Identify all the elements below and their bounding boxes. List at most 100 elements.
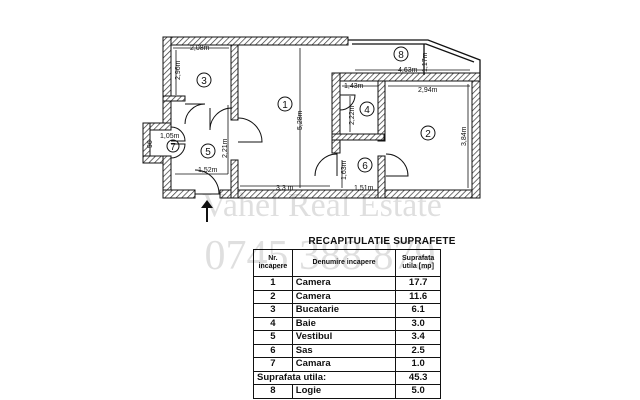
row-name: Camera xyxy=(291,276,397,291)
recap-title: RECAPITULATIE SUPRAFETE xyxy=(308,236,456,247)
room-marker-5 xyxy=(200,143,216,159)
watermark-line-1: Vahel Real Estate xyxy=(202,187,442,224)
doors xyxy=(170,94,409,195)
row-nr: 2 xyxy=(253,289,293,304)
dim-label: 1,51m xyxy=(354,185,374,192)
dim-label: 3,3 m xyxy=(276,185,294,192)
wall-bath-right xyxy=(377,80,386,142)
door-pantry-2 xyxy=(170,143,186,159)
walls xyxy=(142,36,481,199)
door-room1 xyxy=(237,117,263,143)
room-marker-7 xyxy=(166,139,180,153)
room-number: 3 xyxy=(201,76,207,87)
row-area: 1.0 xyxy=(395,357,441,372)
door-kitchen xyxy=(184,103,206,125)
room-marker-3 xyxy=(196,72,212,88)
dim-label: 2,08m xyxy=(190,45,210,52)
row-name: Bucatarie xyxy=(291,303,397,318)
row-area: 17.7 xyxy=(395,276,441,291)
wall-left xyxy=(162,36,172,126)
row-name: Camera xyxy=(291,289,397,304)
door-sas-right xyxy=(385,153,409,177)
recap-table: Nr. incapere Denumire incapere Suprafata… xyxy=(252,249,441,399)
room-number: 5 xyxy=(205,147,211,158)
dim-label: 2,94m xyxy=(418,87,438,94)
door-pantry xyxy=(170,126,186,142)
wall-bath-bottom xyxy=(331,133,385,141)
header-area: Suprafata utila [mp] xyxy=(395,249,441,277)
table-row: 6 Sas 2.5 xyxy=(253,343,441,358)
table-row: 2 Camera 11.6 xyxy=(253,289,441,304)
room-number: 8 xyxy=(398,50,404,61)
row-nr: 4 xyxy=(253,316,293,331)
door-sas-left xyxy=(314,153,338,177)
row-area: 5.0 xyxy=(395,384,441,399)
row-nr: 1 xyxy=(253,276,293,291)
dim-label: 1,63m xyxy=(341,160,348,180)
room-number: 2 xyxy=(425,129,431,140)
recap-header-row: Nr. incapere Denumire incapere Suprafata… xyxy=(253,249,441,277)
wall-sas-right xyxy=(377,155,386,199)
row-name: Sas xyxy=(291,343,397,358)
room-markers xyxy=(166,46,436,173)
row-area: 11.6 xyxy=(395,289,441,304)
room-number: 4 xyxy=(364,105,370,116)
room-marker-8 xyxy=(393,46,409,62)
door-entrance xyxy=(194,169,220,195)
row-area: 2.5 xyxy=(395,343,441,358)
table-row: 4 Baie 3.0 xyxy=(253,316,441,331)
row-nr: 7 xyxy=(253,357,293,372)
row-name: Logie xyxy=(291,384,397,399)
dim-label: 2,96m xyxy=(175,60,182,80)
room-marker-2 xyxy=(420,125,436,141)
floor-plan: 2,08m 2,96m 1,05m 96 2,21m 1,52m 5,28m 3… xyxy=(142,36,481,224)
row-nr: 3 xyxy=(253,303,293,318)
total-row: Suprafata utila: 45.3 xyxy=(252,370,441,385)
wall-kitchen-right xyxy=(230,44,239,121)
header-nr: Nr. incapere xyxy=(253,249,293,277)
total-label: Suprafata utila: xyxy=(252,370,397,385)
dimension-lines xyxy=(173,47,470,188)
room-number: 1 xyxy=(282,100,288,111)
wall-top-left xyxy=(162,36,349,46)
table-row: 8 Logie 5.0 xyxy=(253,384,441,399)
dim-label: 2,22m xyxy=(349,105,356,125)
wall-vestibule-right xyxy=(230,159,239,199)
dim-label: 2,21m xyxy=(222,138,229,158)
dim-label: 96 xyxy=(147,140,154,148)
room-number: 6 xyxy=(362,161,368,172)
table-row: 3 Bucatarie 6.1 xyxy=(253,303,441,318)
total-value: 45.3 xyxy=(395,370,441,385)
dim-label: 5,28m xyxy=(297,110,304,130)
wall-mid-left xyxy=(331,72,341,154)
dimension-labels: 2,08m 2,96m 1,05m 96 2,21m 1,52m 5,28m 3… xyxy=(147,45,468,192)
wall-right xyxy=(471,75,481,199)
room-marker-4 xyxy=(359,101,375,117)
dim-label: 1,43m xyxy=(344,83,364,90)
row-name: Vestibul xyxy=(291,330,397,345)
row-nr: 8 xyxy=(253,384,293,399)
table-row: 1 Camera 17.7 xyxy=(253,276,441,291)
row-name: Camara xyxy=(291,357,397,372)
row-area: 6.1 xyxy=(395,303,441,318)
dim-label: 1,17m xyxy=(422,52,429,72)
wall-bottom-left xyxy=(162,189,196,199)
row-area: 3.0 xyxy=(395,316,441,331)
room-marker-6 xyxy=(357,157,373,173)
row-name: Baie xyxy=(291,316,397,331)
room-numbers: 1 2 3 4 5 6 7 8 xyxy=(170,50,431,172)
wall-mid-top xyxy=(331,72,481,82)
room-number: 7 xyxy=(170,142,176,153)
dim-label: 1,52m xyxy=(198,167,218,174)
entrance-arrow xyxy=(201,200,213,222)
dim-label: 1,05m xyxy=(160,133,180,140)
row-area: 3.4 xyxy=(395,330,441,345)
room-marker-1 xyxy=(277,96,293,112)
table-row: 5 Vestibul 3.4 xyxy=(253,330,441,345)
dim-label: 3,84m xyxy=(461,126,468,146)
header-name: Denumire incapere xyxy=(291,249,397,277)
row-nr: 5 xyxy=(253,330,293,345)
row-nr: 6 xyxy=(253,343,293,358)
dim-label: 4,63m xyxy=(398,67,418,74)
door-bath xyxy=(339,94,356,111)
